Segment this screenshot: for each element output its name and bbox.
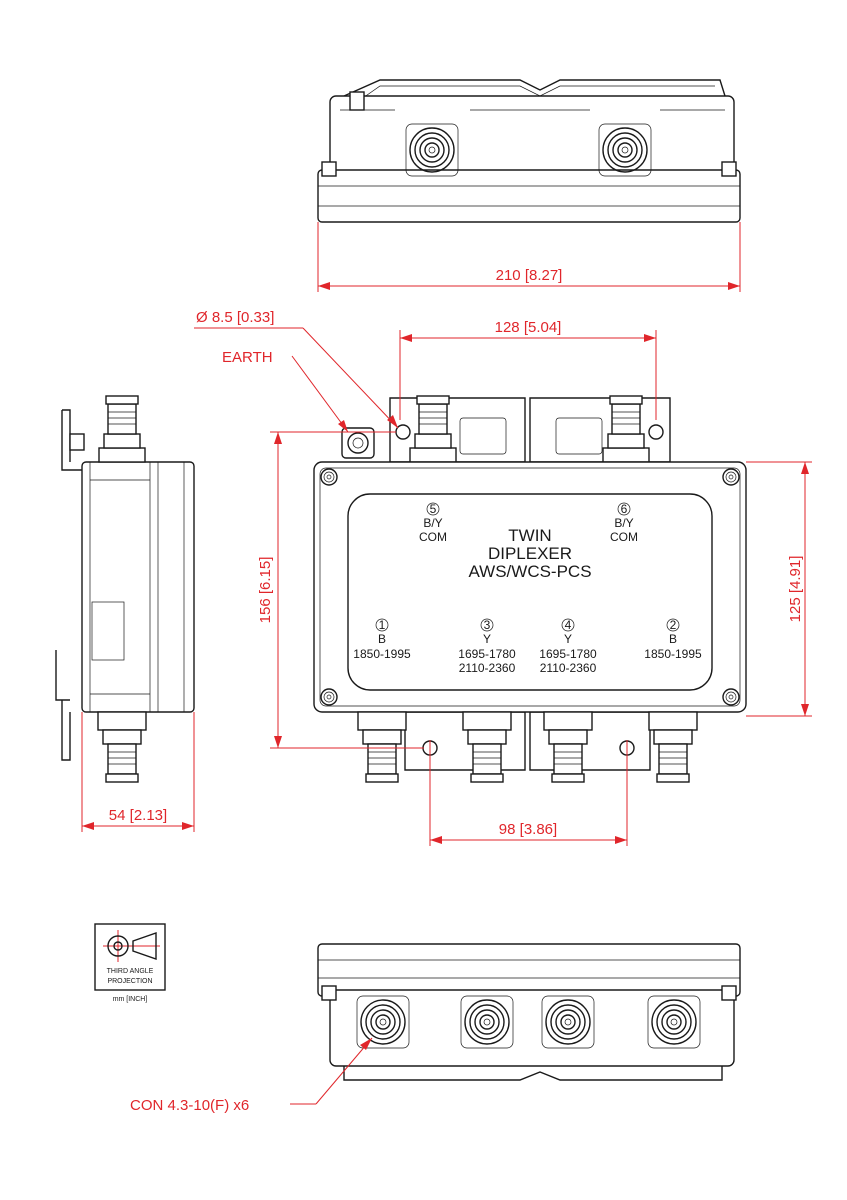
- port-3-code: Y: [483, 632, 491, 646]
- port-3-number: 3: [484, 618, 491, 632]
- label-plate: [347, 493, 713, 691]
- plate-title-line-2: DIPLEXER: [488, 544, 572, 563]
- dimension-hole-pitch-top: 128 [5.04]: [399, 319, 657, 420]
- port-6-number: 6: [621, 502, 628, 516]
- front-view: [313, 395, 747, 783]
- port-4-text-1: 1695-1780: [539, 647, 597, 661]
- plate-title-line-1: TWIN: [508, 526, 551, 545]
- port-4-text-2: 2110-2360: [540, 661, 597, 675]
- port-2-text: 1850-1995: [644, 647, 702, 661]
- projection-line-2: PROJECTION: [107, 978, 152, 985]
- port-5-number: 5: [430, 502, 437, 516]
- port-2-code: B: [669, 632, 677, 646]
- callout-connector: CON 4.3-10(F) x6: [130, 1037, 373, 1114]
- port-3-text-2: 2110-2360: [459, 661, 516, 675]
- projection-line-1: THIRD ANGLE: [107, 968, 154, 975]
- dimension-width-top: 210 [8.27]: [317, 222, 741, 292]
- port-2-number: 2: [670, 618, 677, 632]
- dimension-height-total: 156 [6.15]: [257, 431, 424, 749]
- side-view: [55, 395, 195, 783]
- earth-label: EARTH: [222, 349, 273, 366]
- earth-stud: [347, 432, 369, 454]
- dimension-depth-side: 54 [2.13]: [81, 712, 195, 832]
- dim-98: 98 [3.86]: [499, 821, 557, 838]
- port-1-number: 1: [379, 618, 386, 632]
- dimension-height-body: 125 [4.91]: [746, 461, 812, 717]
- port-5-code: B/Y: [423, 516, 442, 530]
- port-1-code: B: [378, 632, 386, 646]
- dim-125: 125 [4.91]: [787, 556, 804, 623]
- mount-hole-top-right: [648, 424, 664, 440]
- dim-156: 156 [6.15]: [257, 557, 274, 624]
- callout-earth: EARTH: [222, 349, 349, 433]
- port-4-number: 4: [565, 618, 572, 632]
- top-view: [317, 79, 741, 223]
- port-6-text: COM: [610, 530, 638, 544]
- label-plate-text: TWIN DIPLEXER AWS/WCS-PCS 5 B/Y COM 6 B/…: [353, 502, 702, 675]
- dimension-hole-diameter: Ø 8.5 [0.33]: [194, 309, 399, 429]
- port-1-text: 1850-1995: [353, 647, 411, 661]
- projection-units: mm [INCH]: [113, 996, 148, 1003]
- port-5-text: COM: [419, 530, 447, 544]
- dim-hole-diameter: Ø 8.5 [0.33]: [196, 309, 274, 326]
- dim-210: 210 [8.27]: [496, 267, 563, 284]
- dimension-hole-pitch-bottom: 98 [3.86]: [429, 740, 628, 846]
- port-6-code: B/Y: [614, 516, 633, 530]
- plate-title-line-3: AWS/WCS-PCS: [468, 562, 591, 581]
- bottom-view: [317, 943, 741, 1081]
- port-4-code: Y: [564, 632, 572, 646]
- dim-54: 54 [2.13]: [109, 807, 167, 824]
- projection-symbol: THIRD ANGLE PROJECTION mm [INCH]: [94, 923, 166, 1003]
- dim-128: 128 [5.04]: [495, 319, 562, 336]
- connector-label: CON 4.3-10(F) x6: [130, 1097, 249, 1114]
- port-3-text-1: 1695-1780: [458, 647, 516, 661]
